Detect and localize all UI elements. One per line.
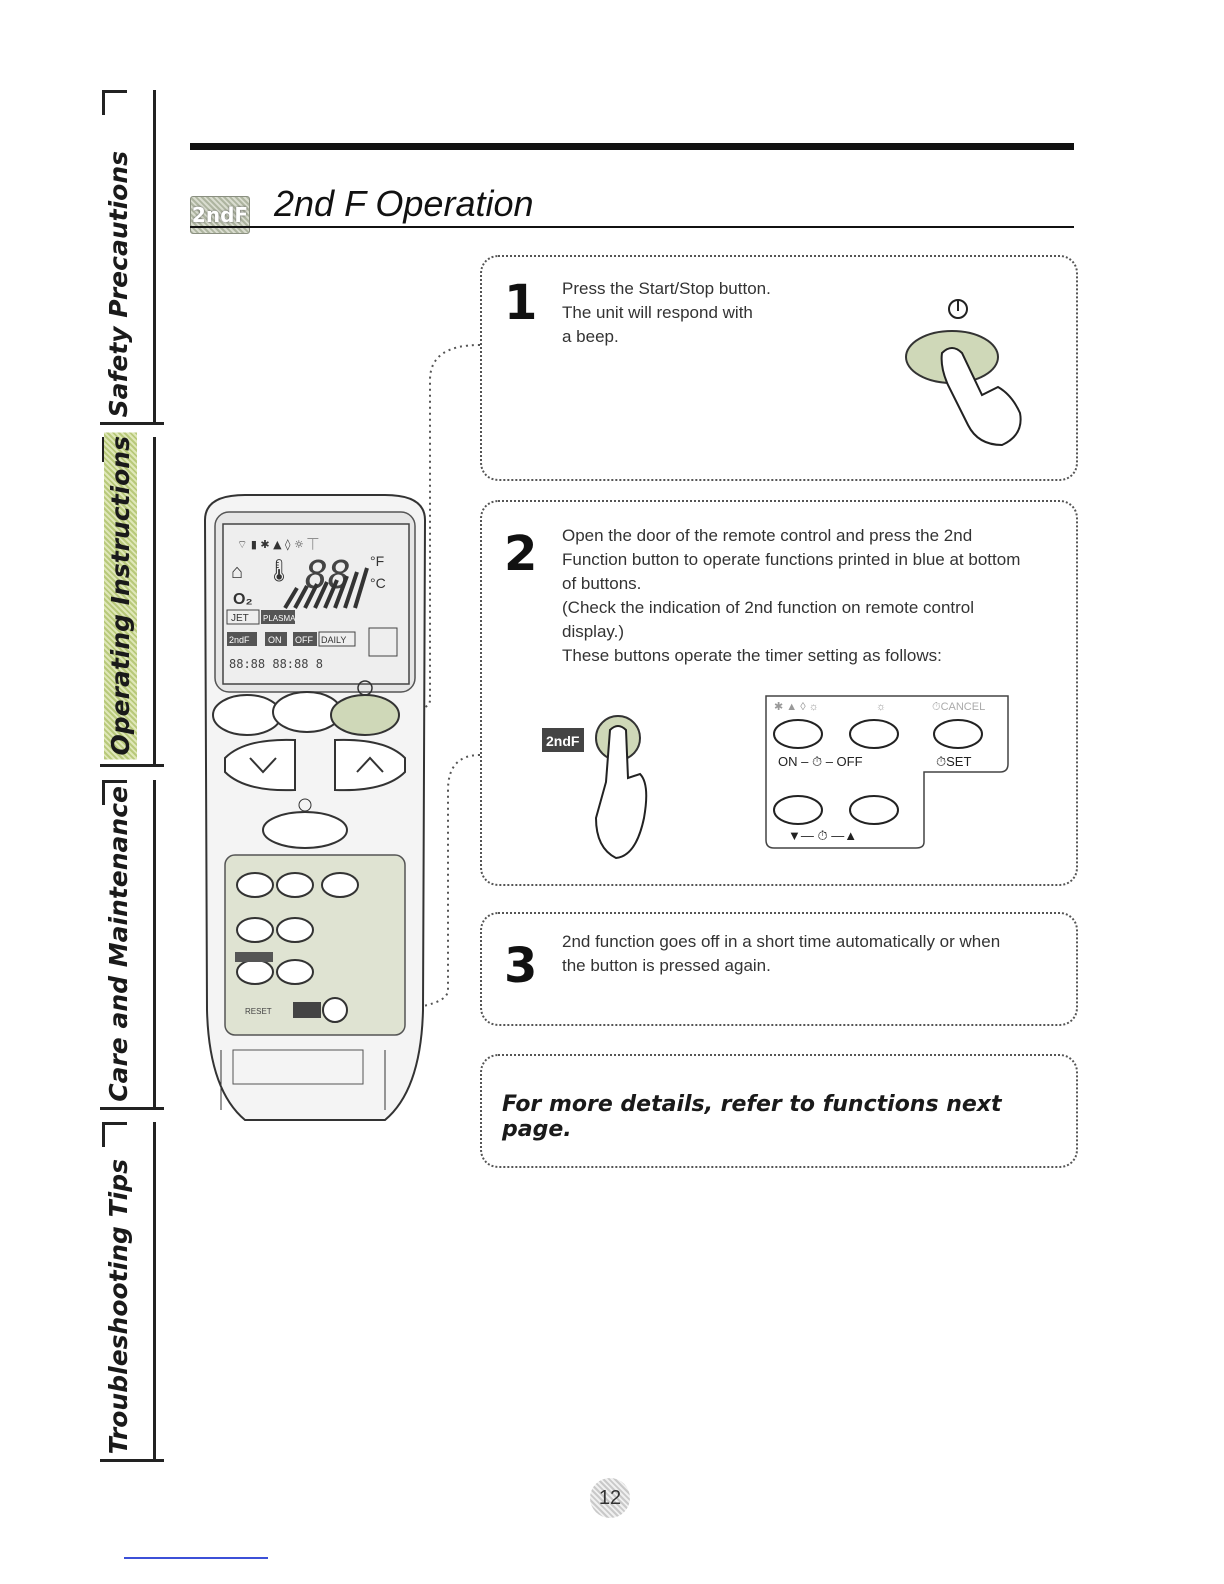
tab-divider [153,90,156,425]
step-2-text: Open the door of the remote control and … [562,526,1021,665]
display-plasma: PLASMA [263,614,296,623]
bottom-link-line [124,1557,268,1559]
display-off: OFF [295,635,313,645]
sidebar-tab-troubleshooting[interactable]: Troubleshooting Tips [100,1122,164,1462]
tab-divider [153,780,156,1110]
svg-text:2ndF: 2ndF [546,733,580,749]
start-stop-button-icon [905,299,1022,447]
sidebar-tab-safety[interactable]: Safety Precautions [100,90,164,425]
sidebar-tab-operating[interactable]: Operating Instructions [100,431,164,767]
tab-hook-icon [102,1122,127,1147]
tab-divider [153,437,156,767]
down-up-label: ▼— ⏱ —▲ [788,828,857,843]
step-2-box: 2 Open the door of the remote control an… [480,500,1078,886]
step-number: 1 [504,275,538,331]
display-2ndf: 2ndF [229,635,250,645]
display-daily: DAILY [321,635,346,645]
svg-text:88:88 88:88 8: 88:88 88:88 8 [229,657,323,671]
page-title: 2nd F Operation [274,183,534,224]
on-off-label: ON – ⏱ – OFF [778,754,863,769]
display-c: °C [370,575,386,591]
remote-control-illustration: ⌔ ▮ ✱ ▲ ◊ ☼ ⏉ ⌂ 🌡 88 °F °C O₂ JET PLASMA… [185,490,455,1130]
display-jet: JET [231,613,249,624]
step-1-box: 1 Press the Start/Stop button. The unit … [480,255,1078,481]
svg-text:⌔ ▮ ✱ ▲ ◊ ☼ ⏉: ⌔ ▮ ✱ ▲ ◊ ☼ ⏉ [237,537,318,551]
tab-hook-icon [102,780,127,805]
cancel-label: ⏱CANCEL [932,701,985,713]
page-number: 12 [590,1478,630,1518]
svg-text:⌂: ⌂ [231,561,243,583]
step-number: 3 [504,938,538,994]
svg-text:🌡: 🌡 [265,558,293,583]
title-rule [190,226,1074,228]
step-3-text: 2nd function goes off in a short time au… [562,932,1001,975]
sidebar-tab-care[interactable]: Care and Maintenance [100,780,164,1110]
more-details-text: For more details, refer to functions nex… [502,1092,1002,1142]
svg-text:O₂: O₂ [233,591,253,608]
tab-hook-icon [102,90,127,115]
second-function-button-icon: 2ndF [542,715,648,860]
set-label: ⏱SET [936,754,971,769]
step-1-text: Press the Start/Stop button. The unit wi… [562,279,771,346]
svg-text:✱ ▲ ◊ ☼: ✱ ▲ ◊ ☼ [774,701,819,713]
remote-reset-label: RESET [245,1007,272,1016]
step-number: 2 [504,526,538,582]
svg-text:☼: ☼ [876,701,886,713]
tab-divider [153,1122,156,1462]
more-details-box: For more details, refer to functions nex… [480,1054,1078,1168]
display-on: ON [268,635,282,645]
timer-buttons-panel: ✱ ▲ ◊ ☼ ☼ ⏱CANCEL ON – ⏱ – OFF ⏱SET ▼— ⏱… [765,695,1009,849]
display-f: °F [370,553,384,569]
step-3-box: 3 2nd function goes off in a short time … [480,912,1078,1026]
top-rule [190,143,1074,150]
